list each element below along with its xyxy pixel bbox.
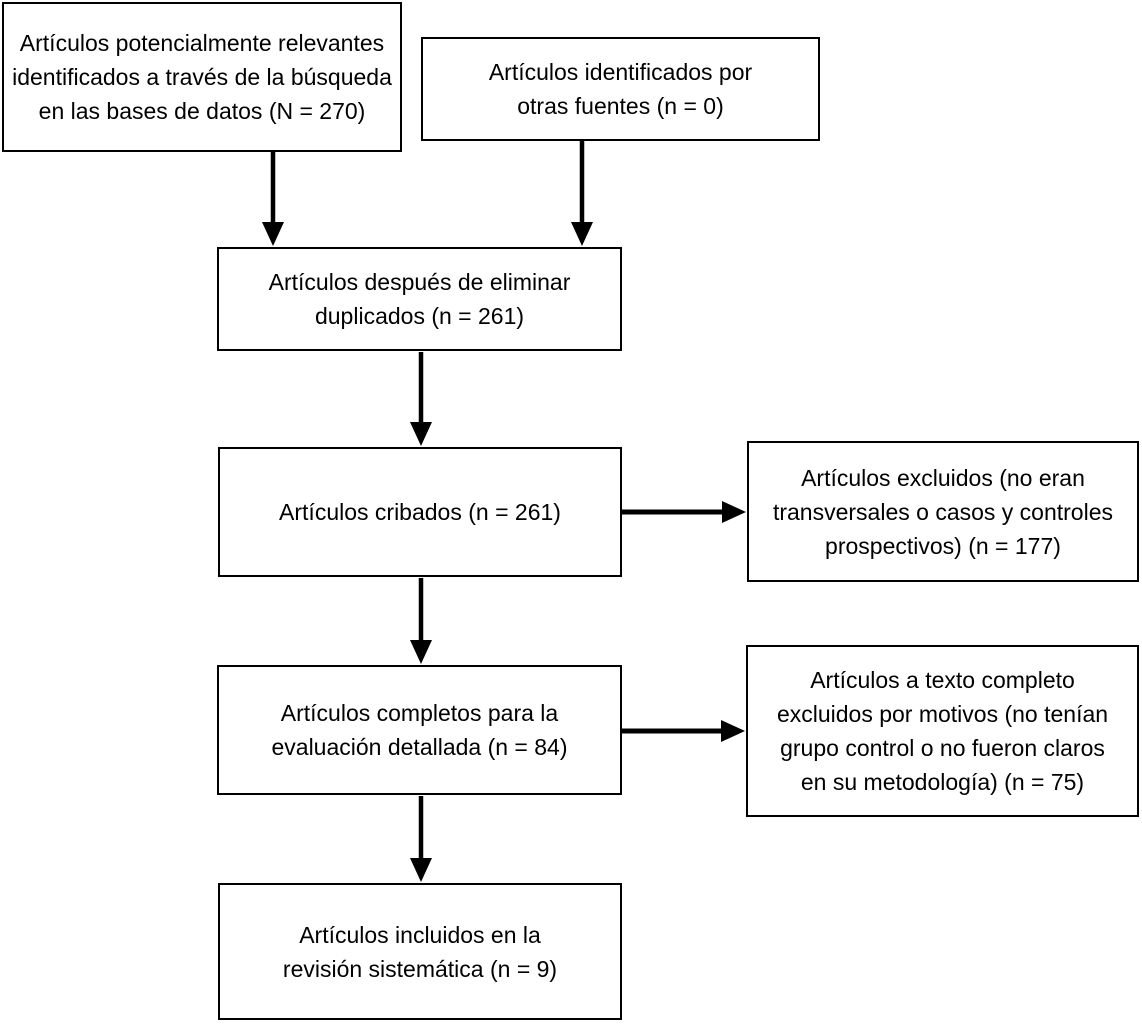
box-fulltext-excluded: Artículos a texto completo excluidos por… (746, 645, 1139, 817)
box-excluded-screening-text: Artículos excluidos (no eran transversal… (772, 464, 1114, 559)
box-after-duplicates-text: Artículos después de eliminar duplicados… (268, 269, 571, 329)
box-fulltext-assessed: Artículos completos para la evaluación d… (217, 665, 622, 795)
arrow-othersources-to-duplicates (571, 141, 593, 246)
box-identified-databases-text: Artículos potencialmente relevantes iden… (12, 30, 392, 124)
box-after-duplicates: Artículos después de eliminar duplicados… (217, 247, 622, 351)
box-other-sources-text: Artículos identificados por otras fuente… (488, 59, 753, 119)
arrow-screened-to-fulltext (410, 578, 432, 664)
box-fulltext-excluded-text: Artículos a texto completo excluidos por… (776, 667, 1109, 795)
arrow-fulltext-to-excluded (622, 720, 745, 742)
box-other-sources: Artículos identificados por otras fuente… (421, 37, 820, 141)
arrow-fulltext-to-included (410, 796, 432, 882)
arrow-databases-to-duplicates (262, 152, 284, 246)
box-included-text: Artículos incluidos en la revisión siste… (282, 921, 558, 982)
box-identified-databases: Artículos potencialmente relevantes iden… (2, 2, 402, 152)
arrow-duplicates-to-screened (410, 352, 432, 446)
box-screened-text: Artículos cribados (n = 261) (279, 499, 561, 525)
arrow-screened-to-excluded (622, 501, 746, 523)
box-screened: Artículos cribados (n = 261) (218, 447, 622, 577)
box-fulltext-assessed-text: Artículos completos para la evaluación d… (271, 700, 568, 760)
box-included: Artículos incluidos en la revisión siste… (218, 883, 622, 1020)
box-excluded-screening: Artículos excluidos (no eran transversal… (747, 441, 1139, 582)
